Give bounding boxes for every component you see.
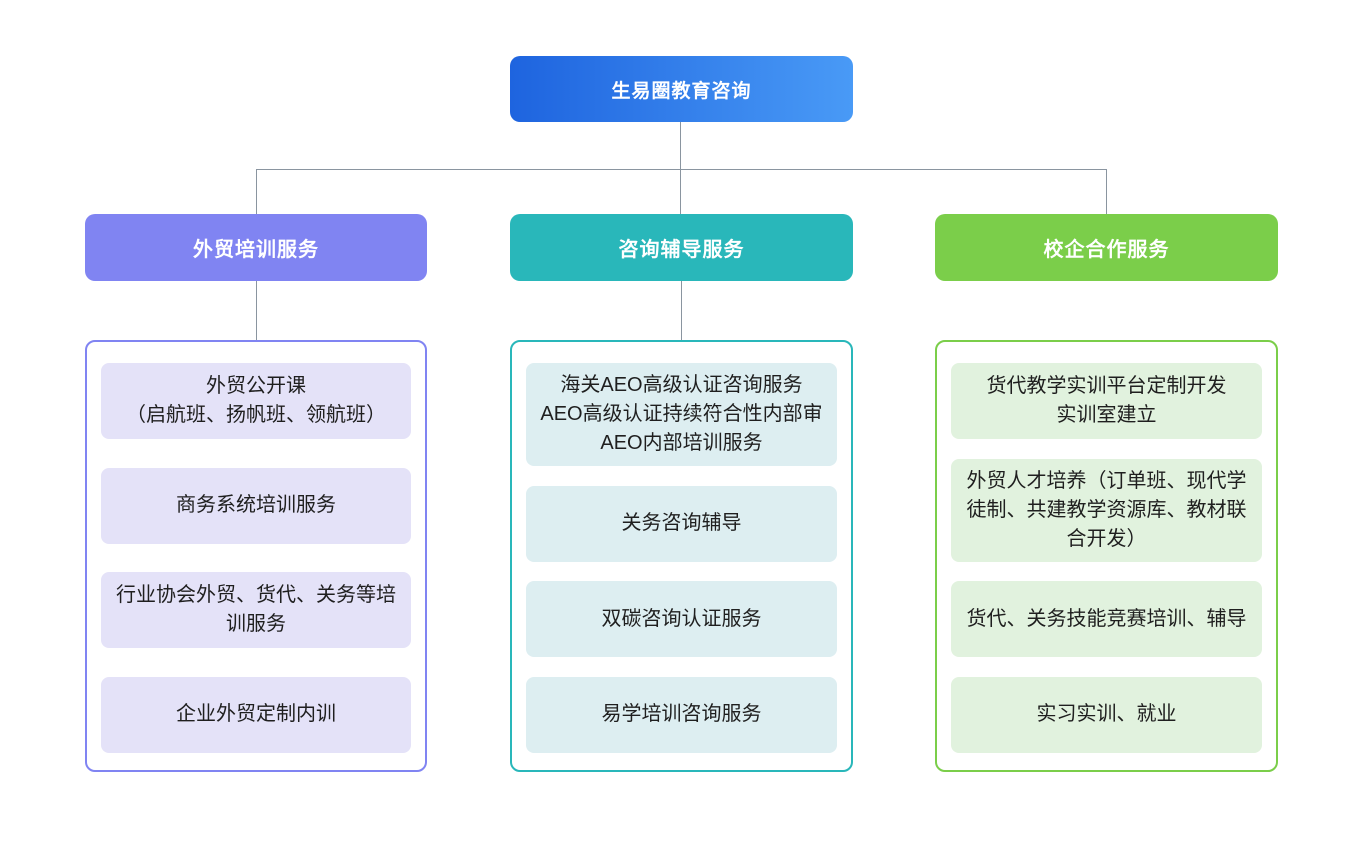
service-item: 外贸人才培养（订单班、现代学徒制、共建教学资源库、教材联合开发） [951,458,1262,562]
branch-header-foreign-trade-training: 外贸培训服务 [85,214,427,281]
branch-header-school-enterprise: 校企合作服务 [935,214,1278,281]
service-item: 双碳咨询认证服务 [526,581,837,658]
branch-header-consulting-coaching: 咨询辅导服务 [510,214,853,281]
service-item: 货代教学实训平台定制开发 实训室建立 [951,363,1262,439]
service-item: 行业协会外贸、货代、关务等培训服务 [101,572,411,649]
service-item: 商务系统培训服务 [101,467,411,544]
connector-branch-1-group [256,281,257,340]
service-item: 易学培训咨询服务 [526,676,837,753]
connector-branch-2-group [681,281,682,340]
branch-group-foreign-trade-training: 外贸公开课 （启航班、扬帆班、领航班） 商务系统培训服务 行业协会外贸、货代、关… [85,340,427,772]
branch-group-school-enterprise: 货代教学实训平台定制开发 实训室建立 外贸人才培养（订单班、现代学徒制、共建教学… [935,340,1278,772]
service-item: 企业外贸定制内训 [101,676,411,753]
service-item: 海关AEO高级认证咨询服务 AEO高级认证持续符合性内部审 AEO内部培训服务 [526,363,837,466]
root-node: 生易圈教育咨询 [510,56,853,122]
root-node-label: 生易圈教育咨询 [611,80,752,102]
service-item: 关务咨询辅导 [526,485,837,562]
connector-drop-branch-3 [1106,169,1107,214]
connector-root-vertical [680,122,681,214]
branch-header-label: 校企合作服务 [1043,239,1170,261]
branch-header-label: 外贸培训服务 [193,239,319,261]
connector-horizontal [256,169,1106,170]
service-item: 外贸公开课 （启航班、扬帆班、领航班） [101,363,411,439]
connector-drop-branch-1 [256,169,257,214]
branch-header-label: 咨询辅导服务 [618,239,745,261]
branch-group-consulting-coaching: 海关AEO高级认证咨询服务 AEO高级认证持续符合性内部审 AEO内部培训服务 … [510,340,853,772]
service-item: 实习实训、就业 [951,676,1262,753]
service-item: 货代、关务技能竞赛培训、辅导 [951,581,1262,658]
